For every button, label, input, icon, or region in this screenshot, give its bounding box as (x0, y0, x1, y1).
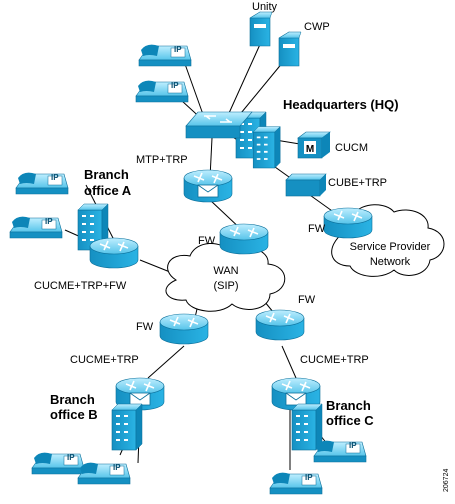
cucme-trp-b-label: CUCME+TRP (70, 354, 139, 366)
branch-a-label-2: office A (84, 183, 132, 198)
svg-text:IP: IP (45, 217, 53, 226)
wan-label-1: WAN (213, 265, 238, 277)
sp-fw-router-icon (323, 207, 373, 239)
headquarters-label: Headquarters (HQ) (283, 97, 399, 112)
cucme-trp-fw-label: CUCME+TRP+FW (34, 280, 127, 292)
branch-b-phone-2-icon (77, 462, 131, 485)
branch-b-phone-1-icon (31, 452, 85, 475)
svg-text:IP: IP (67, 453, 75, 462)
svg-text:IP: IP (174, 45, 182, 54)
branch-c-phone-2-icon (269, 472, 323, 495)
hq-mtp-router-icon (183, 169, 233, 203)
svg-text:IP: IP (51, 173, 59, 182)
cwp-label: CWP (304, 21, 330, 33)
cube-trp-label: CUBE+TRP (328, 177, 387, 189)
fw-c-label: FW (298, 294, 316, 306)
cucm-label: CUCM (335, 142, 368, 154)
svg-text:IP: IP (171, 81, 179, 90)
hq-switch-icon (185, 111, 253, 139)
cube-gateway-icon (285, 173, 327, 197)
wan-cloud (165, 243, 286, 312)
branch-b-fw-router-icon (159, 313, 209, 345)
mtp-trp-label: MTP+TRP (136, 154, 188, 166)
fw-sp-label: FW (308, 223, 326, 235)
svg-text:IP: IP (349, 441, 357, 450)
branch-a-label-1: Branch (84, 167, 129, 182)
cucm-server-icon: M (297, 131, 331, 159)
branch-c-fw-router-icon (255, 309, 305, 341)
unity-server-icon (249, 11, 273, 47)
service-provider-label-1: Service Provider (350, 241, 431, 253)
fw-b-label: FW (136, 321, 154, 333)
branch-a-phone-2-icon (9, 216, 63, 239)
branch-b-label-2: office B (50, 407, 98, 422)
branch-c-label-2: office C (326, 413, 374, 428)
unity-label: Unity (252, 1, 278, 13)
cwp-server-icon (278, 31, 302, 67)
cucm-badge: M (306, 144, 314, 155)
phone-ip-labels: IP IP IP IP IP IP IP IP (45, 45, 357, 482)
figure-id-label: 206724 (443, 469, 450, 492)
hq-phone-1-icon (138, 44, 192, 67)
hq-phone-2-icon (135, 80, 189, 103)
cucme-trp-c-label: CUCME+TRP (300, 354, 369, 366)
fw-hq-label: FW (198, 235, 216, 247)
hq-fw-router-icon (219, 223, 269, 255)
branch-b-building-icon (111, 403, 143, 451)
branch-c-phone-1-icon (313, 440, 367, 463)
wan-label-2: (SIP) (213, 280, 238, 292)
svg-text:IP: IP (113, 463, 121, 472)
branch-c-label-1: Branch (326, 398, 371, 413)
service-provider-label-2: Network (370, 256, 411, 268)
branch-a-router-icon (89, 237, 139, 269)
branch-c-building-icon (291, 403, 323, 451)
svg-text:IP: IP (305, 473, 313, 482)
branch-a-phone-1-icon (15, 172, 69, 195)
branch-b-label-1: Branch (50, 392, 95, 407)
